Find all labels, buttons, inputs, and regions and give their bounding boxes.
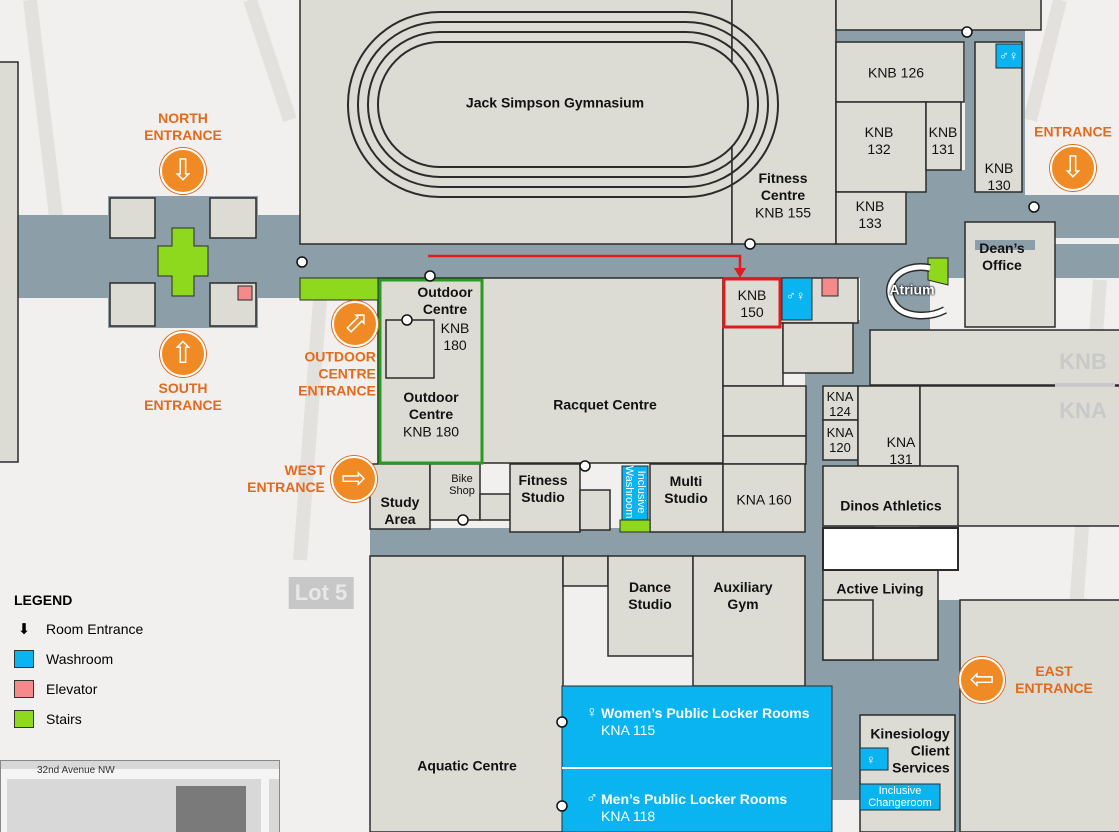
multi-studio-label: Multi Studio (664, 473, 708, 506)
inclusive-changeroom-label: Inclusive Changeroom (868, 785, 932, 809)
minimap-road (1, 769, 279, 779)
running-track (347, 11, 779, 198)
kna160-label: KNA 160 (736, 491, 792, 508)
stairs (157, 227, 949, 533)
knb180-main-label: KNB 180 (402, 423, 460, 440)
legend-stairs: Stairs (14, 704, 194, 734)
knb131-label: KNB 131 (928, 124, 958, 157)
knb180-top-label: KNB 180 (440, 320, 470, 353)
south-entrance-label: SOUTH ENTRANCE (144, 380, 222, 413)
arrow-down-icon-ne[interactable]: ⇩ (1050, 145, 1096, 191)
washroom-person-icon-kcs: ♀ (866, 752, 876, 767)
mens-locker-rooms: Men’s Public Locker Rooms KNA 118 (583, 791, 787, 825)
knb150-highlight (722, 277, 782, 329)
white-block (822, 527, 959, 571)
womens-locker-number: KNA 115 (601, 722, 656, 738)
deans-office-label: Dean’s Office (979, 240, 1025, 273)
bike-shop-label: Bike Shop (449, 473, 475, 497)
arrow-left-icon[interactable]: ⇦ (959, 657, 1005, 703)
kna-building-label: KNA (1059, 398, 1107, 423)
womens-locker-label: Women’s Public Locker Rooms (601, 705, 810, 721)
legend-washroom: Washroom (14, 644, 194, 674)
arrow-right-icon[interactable]: ⇨ (331, 456, 377, 502)
washroom-person-icon-ne: ♂♀ (999, 48, 1019, 63)
knb130-label: KNB 130 (984, 160, 1014, 193)
legend-room-entrance: ⬇ Room Entrance (14, 614, 194, 644)
elevator-swatch (14, 680, 34, 698)
building-divider (1055, 383, 1115, 387)
route-arrow-head (734, 268, 746, 278)
aquatic-centre-label: Aquatic Centre (417, 757, 517, 774)
dinos-athletics-label: Dinos Athletics (840, 497, 942, 514)
knb126-label: KNB 126 (867, 64, 925, 81)
legend: LEGEND ⬇Room Entrance Washroom Elevator … (14, 592, 194, 734)
legend-title: LEGEND (14, 592, 73, 608)
womens-locker-rooms: Women’s Public Locker Rooms KNA 115 (583, 705, 810, 739)
stairs-swatch (14, 710, 34, 728)
racquet-centre-label: Racquet Centre (553, 396, 657, 413)
outdoor-centre-main-label: Outdoor Centre (403, 389, 459, 422)
mens-locker-number: KNA 118 (601, 808, 656, 824)
kna120-label: KNA 120 (826, 425, 854, 455)
legend-washroom-label: Washroom (46, 651, 114, 667)
dance-studio-label: Dance Studio (628, 579, 672, 612)
washroom-swatch (14, 650, 34, 668)
minimap-road-east (261, 779, 269, 832)
washroom-person-icon: ♂♀ (786, 288, 806, 303)
legend-elevator: Elevator (14, 674, 194, 704)
kna124-label: KNA 124 (826, 389, 854, 419)
room-entrance-markers (296, 26, 1040, 812)
knb133-label: KNB 133 (855, 198, 885, 231)
minimap[interactable]: 32nd Avenue NW (0, 760, 280, 832)
room-entrance-icon: ⬇ (17, 621, 31, 638)
knb132-label: KNB 132 (864, 124, 894, 157)
legend-elevator-label: Elevator (46, 681, 98, 697)
fitness-studio-label: Fitness Studio (518, 472, 568, 505)
lot-5-label: Lot 5 (288, 577, 354, 609)
arrow-down-icon[interactable]: ⇩ (160, 148, 206, 194)
minimap-side-road (1, 779, 7, 832)
north-entrance-label: NORTH ENTRANCE (144, 110, 222, 143)
atrium-shape (886, 263, 947, 320)
arrow-up-icon[interactable]: ⇧ (160, 331, 206, 377)
northeast-entrance-label: ENTRANCE (1034, 123, 1112, 140)
east-entrance-label: EAST ENTRANCE (1015, 663, 1093, 696)
fitness-centre-label: Fitness Centre (758, 170, 808, 203)
mens-locker-label: Men’s Public Locker Rooms (601, 791, 788, 807)
study-area-label: Study Area (380, 494, 420, 527)
elevators (237, 277, 839, 301)
knb150-label: KNB 150 (737, 287, 767, 320)
inclusive-washroom-label: Inclusive Washroom (623, 465, 647, 519)
male-person-icon: ♂ (586, 790, 598, 807)
washrooms (561, 43, 1023, 832)
legend-room-entrance-label: Room Entrance (46, 621, 144, 637)
female-person-icon: ♀ (586, 704, 598, 721)
kinesiology-client-services-label: Kinesiology Client Services (870, 725, 950, 776)
knb-building-label: KNB (1059, 349, 1107, 374)
west-entrance-label: WEST ENTRANCE (247, 462, 325, 495)
outdoor-centre-top-label: Outdoor Centre (417, 284, 473, 317)
minimap-street-label: 32nd Avenue NW (37, 765, 115, 776)
outdoor-centre-entrance-label: OUTDOOR CENTRE ENTRANCE (298, 348, 376, 399)
minimap-building (176, 786, 246, 832)
auxiliary-gym-label: Auxiliary Gym (713, 579, 773, 612)
active-living-label: Active Living (836, 580, 924, 597)
atrium-label: Atrium (889, 281, 935, 298)
fitness-centre-number: KNB 155 (754, 204, 812, 221)
route-arrow (428, 254, 742, 272)
legend-stairs-label: Stairs (46, 711, 82, 727)
kna131-label: KNA 131 (886, 434, 916, 467)
jack-simpson-gymnasium-label: Jack Simpson Gymnasium (465, 94, 645, 111)
